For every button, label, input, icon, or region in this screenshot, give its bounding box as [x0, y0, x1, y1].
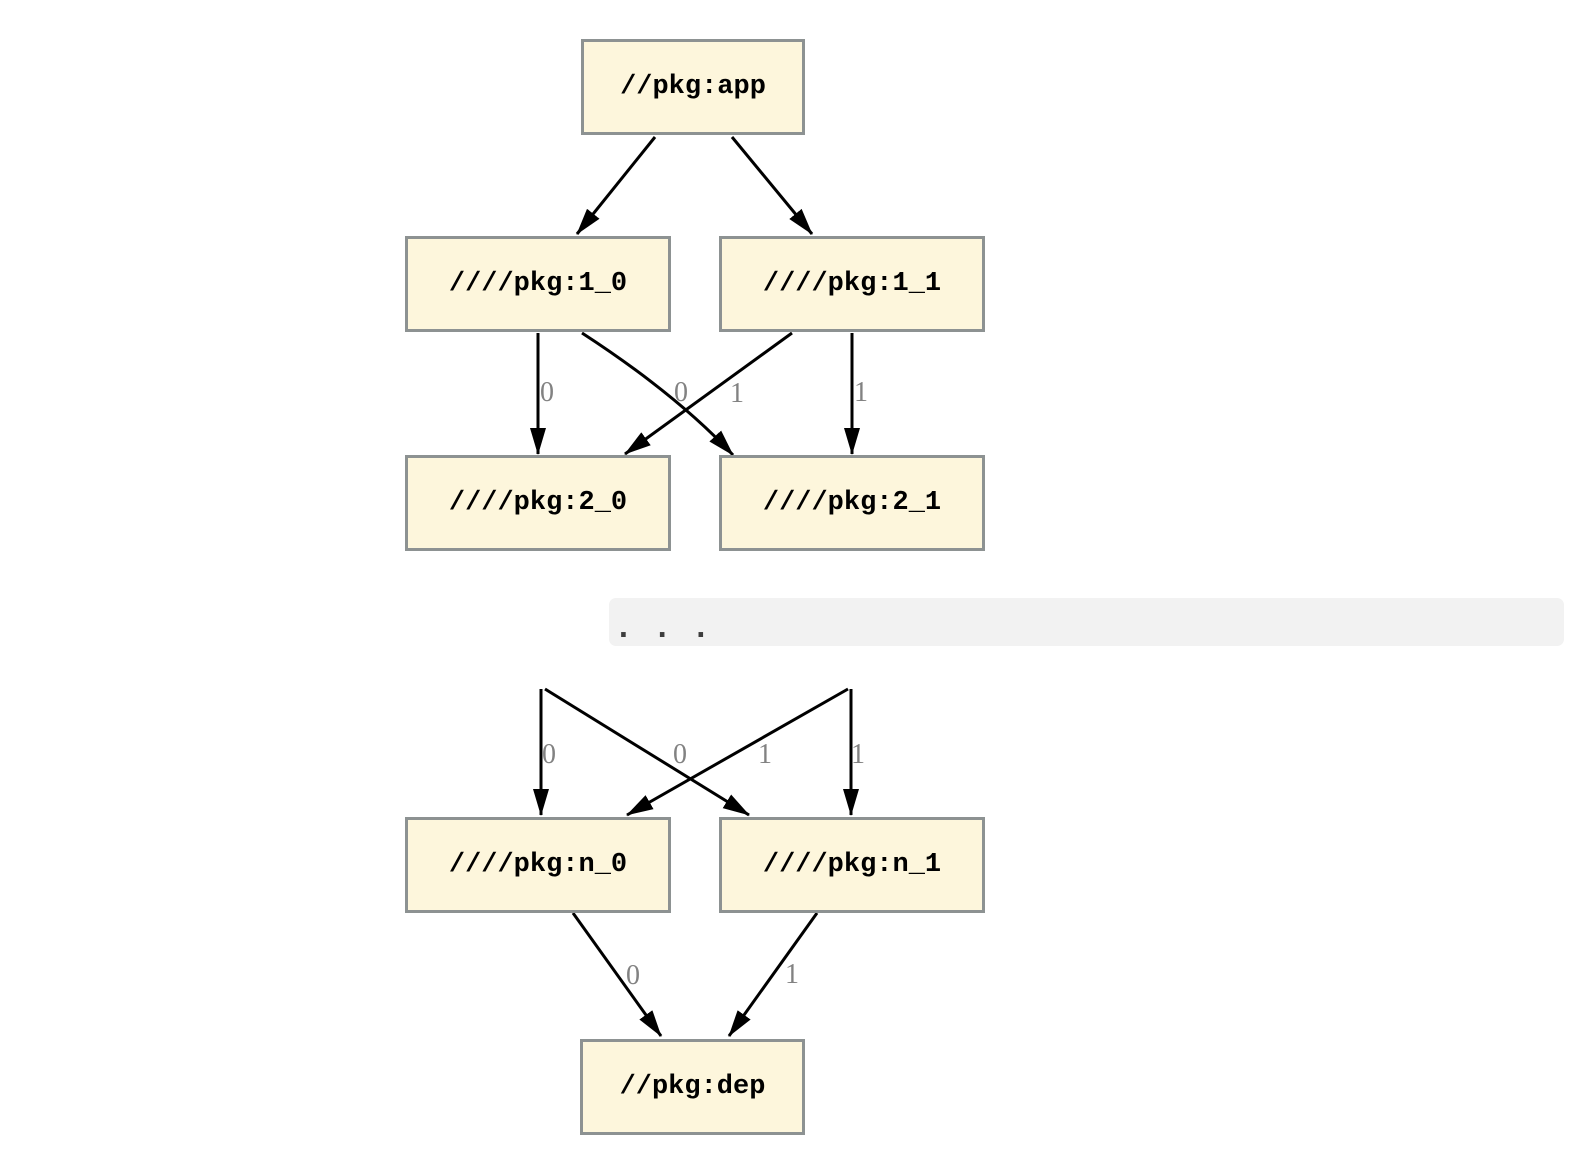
- edge-app-to-1_0: [575, 136, 657, 235]
- node-label: ////pkg:2_1: [762, 488, 942, 518]
- edge-label-n_1-dep: 1: [785, 959, 799, 990]
- node-pkg-dep: //pkg:dep: [580, 1039, 805, 1135]
- edge-app-to-1_1: [730, 136, 814, 235]
- node-label: ////pkg:n_1: [762, 850, 942, 880]
- ellipsis-row: . . .: [609, 598, 1564, 646]
- node-label: //pkg:app: [620, 72, 766, 102]
- edge-label-1_1-2_0: 1: [730, 378, 744, 409]
- edge-1_1-to-2_0: [624, 331, 793, 456]
- node-label: ////pkg:2_0: [448, 488, 628, 518]
- node-pkg-n_0: ////pkg:n_0: [405, 817, 671, 913]
- node-pkg-1_1: ////pkg:1_1: [719, 236, 985, 332]
- node-pkg-2_0: ////pkg:2_0: [405, 455, 671, 551]
- node-label: ////pkg:1_1: [762, 269, 942, 299]
- edge-label-dots-n_0: 0: [542, 739, 556, 770]
- edge-n_1-to-dep: [727, 912, 819, 1037]
- node-pkg-n_1: ////pkg:n_1: [719, 817, 985, 913]
- edge-label-dots-n_0-right: 1: [758, 739, 772, 770]
- node-label: ////pkg:1_0: [448, 269, 628, 299]
- edge-label-1_1-2_1: 1: [854, 377, 868, 408]
- edge-label-dots-n_1: 0: [673, 739, 687, 770]
- edge-label-1_0-2_1: 0: [674, 377, 688, 408]
- edge-label-dots-n_1-right: 1: [851, 739, 865, 770]
- node-pkg-app: //pkg:app: [581, 39, 805, 135]
- node-pkg-1_0: ////pkg:1_0: [405, 236, 671, 332]
- node-pkg-2_1: ////pkg:2_1: [719, 455, 985, 551]
- edge-label-1_0-2_0: 0: [540, 377, 554, 408]
- edge-n_0-to-dep: [571, 912, 663, 1037]
- edge-dots-to-n_1: [544, 687, 750, 817]
- node-label: ////pkg:n_0: [448, 850, 628, 880]
- edge-dots-to-n_0-right: [626, 687, 849, 817]
- node-label: //pkg:dep: [619, 1072, 766, 1102]
- edge-1_0-to-2_1: [581, 331, 735, 457]
- ellipsis-dots: . . .: [615, 611, 710, 644]
- edge-label-n_0-dep: 0: [626, 960, 640, 991]
